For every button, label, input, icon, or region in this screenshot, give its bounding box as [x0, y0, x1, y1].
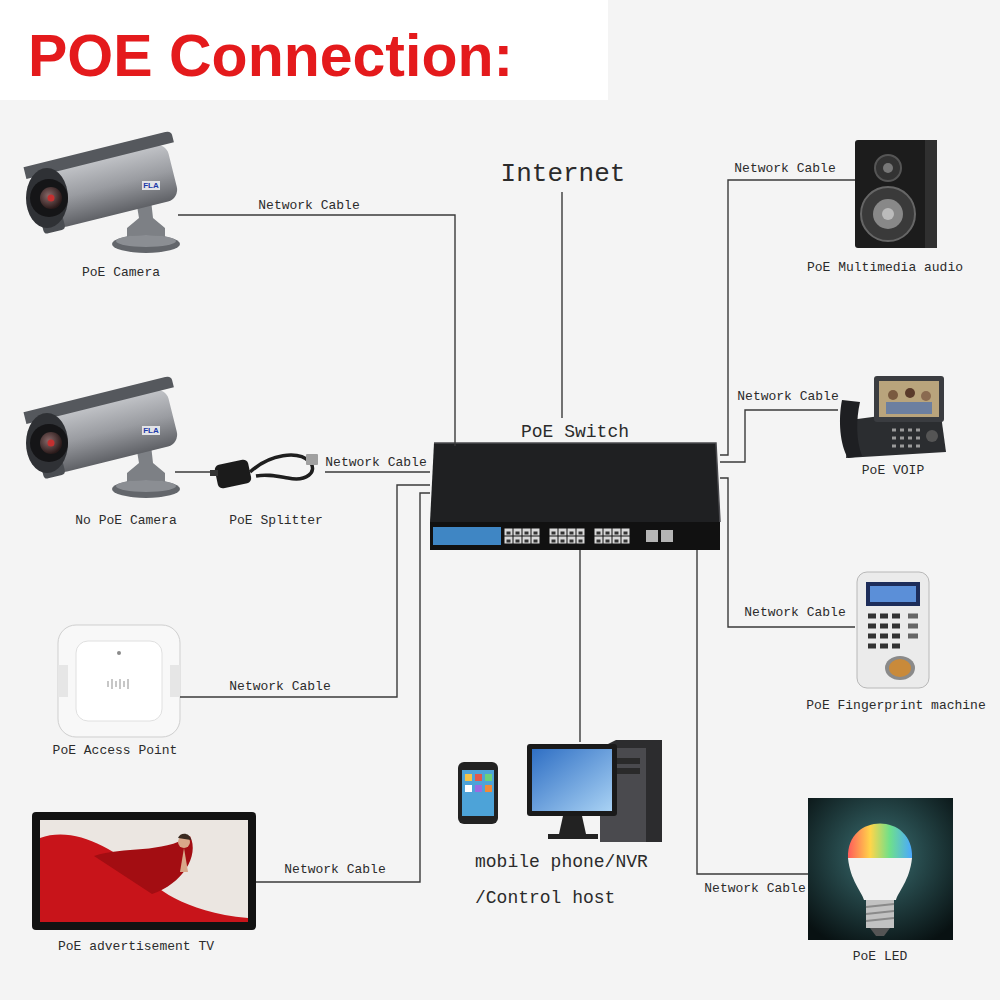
node-label: PoE Splitter [229, 513, 323, 529]
caption-holder: PoE Camera [82, 265, 160, 281]
caption-holder: PoE VOIP [862, 463, 924, 479]
poe-speaker: PoE Multimedia audio [855, 138, 940, 250]
brand-label-holder: FLA [142, 181, 160, 190]
node-label: Internet [501, 159, 626, 189]
internet-source: Internet [495, 156, 631, 192]
cable-label: Network Cable [283, 862, 386, 877]
network-cable [579, 550, 580, 742]
caption-holder: PoE Fingerprint machine [806, 698, 985, 714]
voip-phone-illustration [840, 376, 946, 458]
control-host: mobile phone/NVR /Control host [455, 742, 665, 843]
page-title: POE Connection: [28, 27, 513, 86]
network-cable [720, 478, 855, 627]
network-cable [720, 180, 855, 455]
brand-label: FLA [142, 426, 160, 435]
host-illustration [458, 740, 662, 842]
network-cable [697, 550, 808, 874]
brand-label: FLA [142, 181, 160, 190]
brand-label-holder: FLA [142, 426, 160, 435]
cable-label: Network Cable [228, 679, 331, 694]
cable-label: Network Cable [736, 389, 839, 404]
poe-led-bulb: PoE LED [808, 798, 953, 940]
caption-holder: PoE Splitter [229, 513, 323, 529]
cable-label-holder: Network Cable [703, 881, 806, 896]
network-cable [720, 410, 838, 462]
node-label: No PoE Camera [75, 513, 176, 529]
cable-label-holder: Network Cable [324, 455, 427, 470]
poe-splitter: PoE Splitter [210, 448, 325, 500]
node-label: PoE VOIP [862, 463, 924, 479]
cable-label-holder: Network Cable [733, 161, 836, 176]
caption-holder: PoE advertisement TV [58, 939, 214, 955]
title-panel [0, 0, 608, 100]
cable-label-holder: Network Cable [257, 198, 360, 213]
poe-voip-phone: PoE VOIP [838, 376, 946, 462]
fingerprint-illustration [857, 572, 929, 688]
title-holder: POE Connection: [28, 27, 513, 86]
speaker-illustration [855, 140, 937, 248]
cable-label: Network Cable [733, 161, 836, 176]
cable-label: Network Cable [324, 455, 427, 470]
splitter-illustration [210, 454, 318, 489]
tv-illustration [32, 812, 256, 930]
network-cable [325, 471, 430, 472]
cable-label-holder: Network Cable [736, 389, 839, 404]
cable-label-holder: Network Cable [743, 605, 846, 620]
caption-holder: PoE Multimedia audio [807, 260, 963, 276]
cable-label-holder: Network Cable [283, 862, 386, 877]
switch-illustration [430, 418, 720, 550]
network-cable [561, 192, 562, 418]
cable-label: Network Cable [257, 198, 360, 213]
camera-illustration [24, 131, 188, 253]
poe-fingerprint-machine: PoE Fingerprint machine [855, 570, 931, 690]
network-cable [175, 471, 210, 472]
node-label: PoE Access Point [53, 743, 178, 759]
led-illustration [808, 798, 953, 940]
access-point-illustration [58, 625, 180, 737]
camera-illustration [24, 376, 188, 498]
node-label: PoE Switch [521, 422, 629, 442]
node-label: PoE Camera [82, 265, 160, 281]
caption-holder: No PoE Camera [75, 513, 176, 529]
network-cable [180, 485, 430, 697]
caption-holder: mobile phone/NVR /Control host [475, 844, 665, 916]
cable-label-holder: Network Cable [228, 679, 331, 694]
node-label: PoE Fingerprint machine [806, 698, 985, 714]
node-label: mobile phone/NVR /Control host [475, 844, 665, 916]
cable-label: Network Cable [743, 605, 846, 620]
caption-holder: PoE LED [853, 949, 908, 965]
poe-switch: PoE Switch [430, 418, 720, 550]
node-label: PoE advertisement TV [58, 939, 214, 955]
network-cable [178, 215, 455, 418]
node-label: PoE LED [853, 949, 908, 965]
caption-holder: PoE Access Point [53, 743, 178, 759]
poe-access-point: PoE Access Point [58, 625, 180, 737]
cable-label: Network Cable [703, 881, 806, 896]
node-label: PoE Multimedia audio [807, 260, 963, 276]
poe-advertisement-tv: PoE advertisement TV [32, 812, 256, 930]
